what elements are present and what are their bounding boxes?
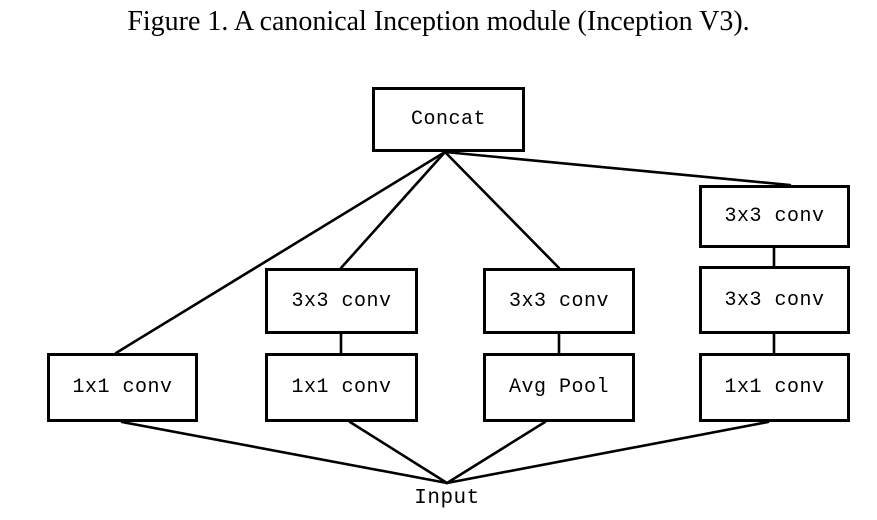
edge-concat-to-b4-3x3-conv-top [443,150,792,187]
edge-input-to-b2-1x1-conv [348,420,449,485]
node-b3-avg-pool: Avg Pool [483,353,635,422]
node-input-label: Input [414,487,480,510]
edge-input-to-b1-1x1-conv [120,420,449,485]
edge-concat-to-b1-1x1-conv [114,150,447,355]
node-b3-3x3-conv: 3x3 conv [483,268,635,334]
node-label: 3x3 conv [724,205,825,228]
node-label: 1x1 conv [291,376,392,399]
figure-caption: Figure 1. A canonical Inception module (… [127,6,750,37]
node-label: 1x1 conv [72,376,173,399]
edge-concat-to-b2-3x3-conv [339,150,447,270]
node-concat: Concat [372,87,525,152]
node-b4-3x3-conv-mid: 3x3 conv [699,266,850,334]
node-b2-3x3-conv: 3x3 conv [265,268,418,334]
node-b1-1x1-conv: 1x1 conv [47,353,198,422]
edge-input-to-b3-avg-pool [445,420,547,485]
node-b2-1x1-conv: 1x1 conv [265,353,418,422]
edge-concat-to-b3-3x3-conv [443,150,561,270]
edge-input-to-b4-1x1-conv [445,420,770,485]
node-label: 3x3 conv [724,288,825,312]
node-b4-3x3-conv-top: 3x3 conv [699,185,850,248]
node-label: 3x3 conv [291,289,392,313]
node-label: 3x3 conv [508,289,609,313]
node-label: Avg Pool [508,376,609,399]
node-b4-1x1-conv: 1x1 conv [699,353,850,422]
node-label: Concat [410,108,486,131]
node-label: 1x1 conv [724,376,825,399]
